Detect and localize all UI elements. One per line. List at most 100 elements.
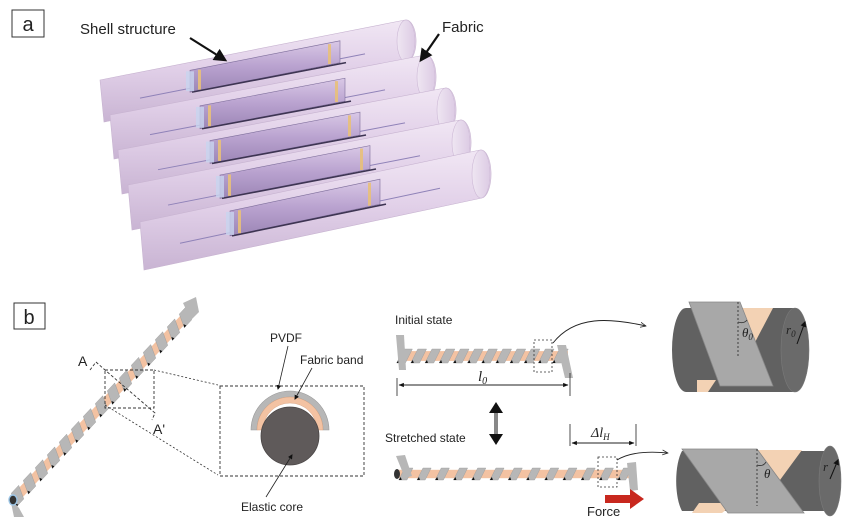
- end-cap: [8, 494, 18, 506]
- panel-a-label-box: [11, 9, 45, 38]
- gap-mark: [599, 477, 603, 480]
- gap-mark: [581, 477, 585, 480]
- gap-mark: [27, 490, 31, 495]
- fabric-tube-end: [471, 149, 491, 199]
- pvdf-segment: [59, 433, 72, 457]
- pvdf-segment: [143, 344, 156, 367]
- pvdf-segment: [598, 467, 614, 481]
- electrode-ring: [348, 115, 351, 137]
- pvdf-segment: [481, 348, 498, 364]
- end-tab: [557, 345, 573, 378]
- gap-mark: [183, 324, 187, 328]
- r0-arrow: [796, 320, 807, 345]
- gap-mark: [562, 477, 566, 480]
- pvdf-segment: [119, 369, 132, 393]
- shell-structure-label: Shell structure: [80, 21, 176, 38]
- panel-a-label: a: [22, 14, 34, 36]
- force-arrow: [605, 489, 644, 509]
- helix-group: [398, 467, 636, 481]
- gap-mark: [424, 360, 428, 363]
- panel-b: b A A' PVDF Fabric band Elastic core Ini…: [8, 297, 842, 519]
- fabric-band-label: Fabric band: [300, 353, 363, 367]
- fabric-band-core: [398, 351, 568, 361]
- gap-mark: [63, 452, 67, 456]
- gap-mark: [135, 375, 139, 379]
- pvdf-segment: [452, 348, 470, 364]
- electrode-ring: [328, 44, 331, 64]
- gap-mark: [489, 477, 493, 480]
- panel-a: a Shell structure Fabric: [11, 9, 492, 271]
- pvdf-segment: [167, 318, 180, 341]
- gap-mark: [147, 362, 151, 367]
- electrode-ring: [218, 140, 221, 161]
- elastic-core-label: Elastic core: [241, 500, 303, 514]
- gap-mark: [509, 360, 513, 363]
- fabric-tube: [139, 149, 492, 271]
- r-arrow: [829, 458, 839, 480]
- fabric-arrow: [419, 33, 440, 63]
- theta-label: θ: [764, 466, 771, 481]
- gap-mark: [467, 360, 471, 363]
- shell-edge: [211, 134, 367, 165]
- pvdf-segment: [471, 467, 487, 481]
- helical-fiber-diagonal: [8, 297, 199, 517]
- pvdf-segment: [107, 382, 120, 405]
- pvdf-segment: [580, 467, 596, 481]
- gap-mark: [524, 360, 528, 363]
- pvdf-arrow: [276, 345, 289, 390]
- panel-b-label-box: [13, 302, 46, 330]
- initial-detail-box: [533, 339, 553, 373]
- detail-stretched: θ r: [676, 445, 842, 517]
- fabric-tube: [99, 19, 417, 123]
- fabric-tube: [109, 54, 437, 160]
- pvdf-segment: [47, 446, 60, 469]
- shell-edge: [231, 203, 387, 237]
- end-cap: [394, 469, 400, 479]
- gap-mark: [439, 360, 443, 363]
- shell-open-end: [226, 211, 234, 235]
- pvdf-segment: [467, 348, 484, 364]
- pvdf-segment: [131, 356, 144, 380]
- pvdf-segment: [562, 467, 578, 481]
- gap-mark: [171, 336, 175, 341]
- electrode-ring: [208, 105, 211, 127]
- electrode-ring: [198, 69, 201, 90]
- detail-initial: θ0 r0: [672, 301, 810, 393]
- panel-b-label: b: [23, 307, 34, 329]
- shell-edge: [191, 61, 347, 93]
- pvdf-segment: [544, 467, 560, 481]
- end-tab: [396, 455, 412, 478]
- pvdf-segment: [526, 467, 541, 481]
- end-tab: [627, 462, 638, 491]
- helix-group: [396, 348, 569, 364]
- gap-mark: [508, 477, 512, 480]
- shell-structure-arrow: [189, 37, 228, 62]
- gap-mark: [471, 477, 475, 480]
- cross-section-box: [219, 385, 365, 477]
- pvdf-segment: [438, 348, 456, 364]
- end-tab: [183, 297, 199, 320]
- zoom-guide-top: [153, 369, 219, 386]
- r-label: r: [823, 459, 829, 474]
- initial-detail-leader: [552, 320, 646, 344]
- gap-mark: [75, 439, 79, 443]
- force-label: Force: [587, 504, 620, 519]
- theta0-arc: [737, 319, 748, 324]
- fabric-band-arrow: [294, 367, 313, 400]
- pvdf-segment: [83, 408, 96, 431]
- gap-mark: [495, 360, 499, 363]
- elastic-core-arrow: [265, 454, 293, 498]
- pvdf-segment: [410, 348, 427, 364]
- pvdf-segment: [453, 467, 468, 481]
- shell-open-end: [206, 141, 214, 163]
- theta-arc: [756, 461, 767, 466]
- section-line: [89, 361, 156, 421]
- core-end-stretched: [818, 445, 842, 517]
- dlh-label: ΔlH: [590, 426, 610, 442]
- helical-fiber-stretched: [394, 455, 638, 491]
- gap-mark: [435, 477, 439, 480]
- gap-mark: [111, 400, 115, 405]
- fabric-tubes: [99, 19, 492, 271]
- stretched-detail-box: [597, 456, 618, 488]
- l0-label: l0: [478, 369, 487, 387]
